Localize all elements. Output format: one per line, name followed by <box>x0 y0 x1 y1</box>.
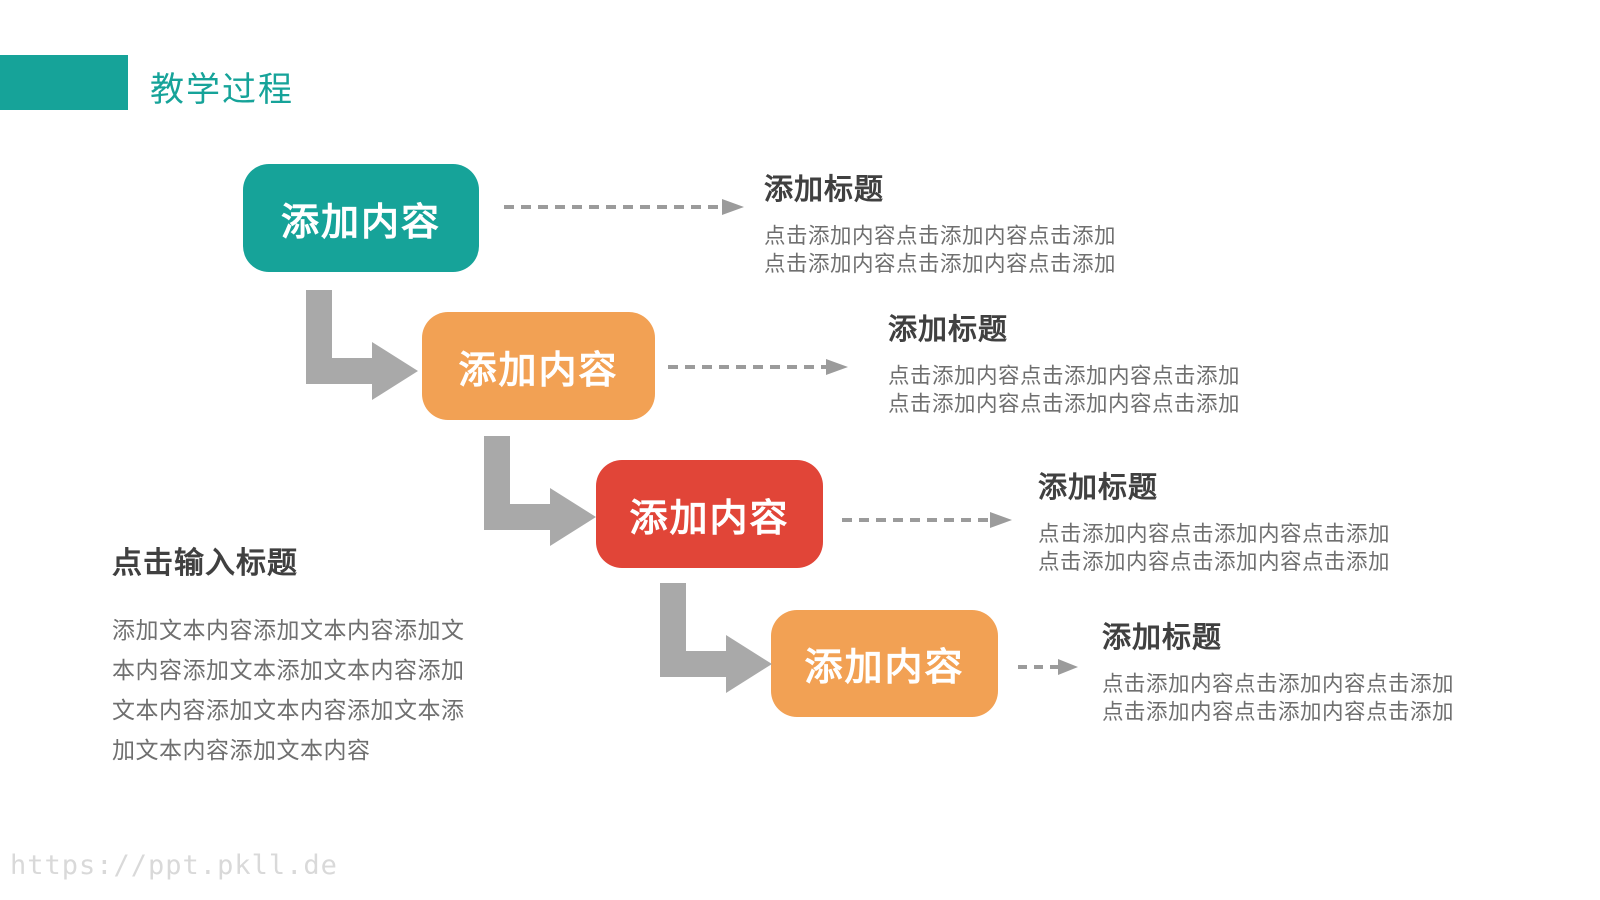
step-body-line: 点击添加内容点击添加内容点击添加 <box>764 224 1117 248</box>
step-title: 添加标题 <box>888 314 1009 346</box>
down-right-arrow-icon <box>306 290 418 400</box>
step-body-line: 点击添加内容点击添加内容点击添加 <box>888 392 1241 416</box>
left-summary-line: 文本内容添加文本内容添加文本添 <box>112 697 465 723</box>
flow-box-label: 添加内容 <box>804 647 965 689</box>
down-right-arrow-icon <box>660 583 772 693</box>
left-summary-line: 添加文本内容添加文本内容添加文 <box>112 617 465 643</box>
step-title: 添加标题 <box>1102 622 1223 654</box>
step-body-line: 点击添加内容点击添加内容点击添加 <box>764 252 1117 276</box>
left-summary-line: 加文本内容添加文本内容 <box>112 737 371 763</box>
step-description-4: 添加标题 点击添加内容点击添加内容点击添加 点击添加内容点击添加内容点击添加 <box>1102 614 1454 726</box>
left-summary-block: 点击输入标题 添加文本内容添加文本内容添加文 本内容添加文本添加文本内容添加 文… <box>112 538 472 770</box>
watermark-url: https://ppt.pkll.de <box>10 850 338 881</box>
dashed-arrow-icon <box>504 199 744 215</box>
dashed-arrow-icon <box>842 512 1012 528</box>
flow-box-step-4: 添加内容 <box>771 610 998 717</box>
step-title: 添加标题 <box>764 174 885 206</box>
down-right-arrow-icon <box>484 436 596 546</box>
step-description-2: 添加标题 点击添加内容点击添加内容点击添加 点击添加内容点击添加内容点击添加 <box>888 306 1240 418</box>
step-body-line: 点击添加内容点击添加内容点击添加 <box>1038 550 1391 574</box>
left-summary-line: 本内容添加文本添加文本内容添加 <box>112 657 465 683</box>
flow-box-label: 添加内容 <box>280 201 441 244</box>
flow-box-step-1: 添加内容 <box>243 164 479 272</box>
flow-box-step-3: 添加内容 <box>596 460 823 568</box>
step-body-line: 点击添加内容点击添加内容点击添加 <box>1038 522 1391 546</box>
step-title: 添加标题 <box>1038 472 1159 504</box>
dashed-arrow-icon <box>668 359 848 375</box>
step-description-1: 添加标题 点击添加内容点击添加内容点击添加 点击添加内容点击添加内容点击添加 <box>764 166 1116 278</box>
step-body-line: 点击添加内容点击添加内容点击添加 <box>1102 700 1455 724</box>
flow-box-label: 添加内容 <box>629 497 790 540</box>
dashed-arrow-icon <box>1018 659 1078 675</box>
flow-box-label: 添加内容 <box>458 349 619 392</box>
flow-box-step-2: 添加内容 <box>422 312 655 420</box>
page-title: 教学过程 <box>150 71 294 109</box>
step-description-3: 添加标题 点击添加内容点击添加内容点击添加 点击添加内容点击添加内容点击添加 <box>1038 464 1390 576</box>
left-summary-heading: 点击输入标题 <box>112 547 298 580</box>
title-accent-bar <box>0 55 128 110</box>
step-body-line: 点击添加内容点击添加内容点击添加 <box>888 364 1241 388</box>
step-body-line: 点击添加内容点击添加内容点击添加 <box>1102 672 1455 696</box>
